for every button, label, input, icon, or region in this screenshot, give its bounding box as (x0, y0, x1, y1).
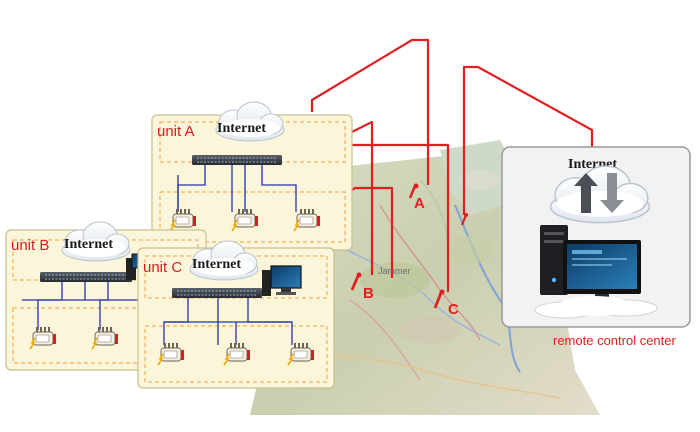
unit-a-panel: unit A Internet (151, 101, 353, 251)
remote-bottom-cloud (534, 296, 658, 319)
unit-c-panel: unit C Internet (137, 240, 335, 389)
map-marker-c: C (433, 289, 459, 318)
remote-control-center-caption: remote control center (553, 333, 677, 348)
map-marker-b: B (350, 272, 374, 302)
link-unit-a-to-marker-a (310, 38, 430, 185)
link-remote-to-marker-d (462, 65, 594, 215)
unit-c-lan (163, 298, 293, 345)
map-marker-a: A (408, 183, 425, 212)
marker-b-label: B (363, 285, 374, 302)
monitor-icon (563, 240, 641, 305)
jammer-label: Jammer (378, 266, 411, 276)
unit-a-lan (177, 165, 297, 212)
unit-c-monitor-icon (262, 265, 302, 296)
map-marker-d (460, 213, 468, 226)
unit-b-label: unit B (11, 237, 49, 254)
pc-tower-icon (540, 225, 568, 295)
unit-b-switch-icon (40, 272, 132, 282)
unit-c-label: unit C (143, 259, 182, 276)
unit-c-internet-label: Internet (192, 257, 241, 272)
unit-a-switch-icon (192, 155, 282, 165)
unit-a-internet-label: Internet (217, 121, 266, 136)
river (454, 204, 521, 373)
download-arrow-icon (600, 173, 624, 213)
unit-c-switch-icon (172, 288, 262, 298)
unit-b-internet-label: Internet (64, 237, 113, 252)
unit-b-lan (22, 282, 150, 330)
marker-a-label: A (414, 195, 425, 212)
unit-a-label: unit A (157, 123, 195, 140)
marker-c-label: C (448, 301, 459, 318)
remote-control-center-panel: Internet (501, 146, 691, 328)
upload-arrow-icon (574, 173, 598, 213)
